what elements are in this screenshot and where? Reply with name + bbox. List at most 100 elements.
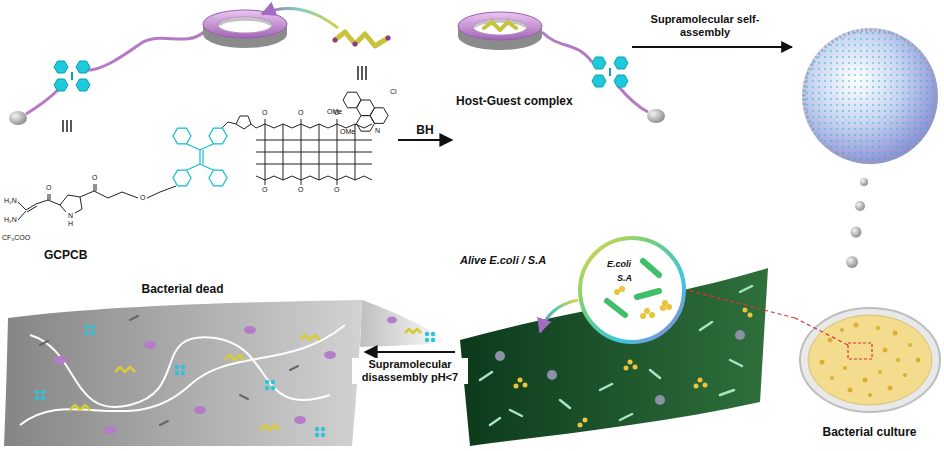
complex-cartoon <box>647 109 665 123</box>
petri-dish <box>908 343 912 347</box>
alive-surface <box>620 414 632 420</box>
stage-title: Bacterial culture <box>822 425 916 439</box>
complex-panel: Host-Guest complex <box>452 92 590 148</box>
assembly-arrow <box>632 46 792 48</box>
alive-surface <box>583 418 588 423</box>
guest-cartoon <box>353 42 358 47</box>
particle-chain <box>851 227 862 238</box>
staph-coccus <box>619 286 625 292</box>
species-name: E.coli <box>607 259 631 270</box>
atom-label: O <box>262 186 267 193</box>
alive-surface <box>694 384 699 389</box>
dead-surface <box>225 355 245 360</box>
chemical-structure <box>80 184 176 198</box>
alive-surface <box>495 351 505 361</box>
binding-arrow <box>262 8 338 28</box>
petri-dish <box>878 370 882 374</box>
atom-label: O <box>334 109 339 116</box>
alive-surface <box>490 418 500 425</box>
dead-surface <box>20 325 345 425</box>
petri-dish <box>903 373 907 377</box>
equivalence-symbol <box>70 120 72 132</box>
alive-surface <box>720 390 734 395</box>
dead-surface <box>387 317 397 324</box>
atom-label: O <box>298 109 303 116</box>
guest-cartoon <box>333 38 338 43</box>
dead-surface <box>240 395 248 399</box>
alive-surface <box>514 384 519 389</box>
petri-dish <box>843 366 847 370</box>
alive-surface <box>735 330 745 340</box>
equivalence-symbol <box>357 66 359 80</box>
dead-surface <box>324 351 336 359</box>
alive-surface <box>628 360 633 365</box>
gcpcb-cartoon <box>84 32 204 70</box>
alive-panel: Alive E.coli / S.AE.coliS.A <box>455 248 770 445</box>
dead-surface <box>40 341 48 345</box>
dead-surface <box>144 341 156 349</box>
petri-dish <box>800 308 940 412</box>
alive-surface <box>480 372 492 380</box>
tpe-structure <box>209 128 227 144</box>
gcpcb-cartoon <box>26 88 60 114</box>
gcpcb-cartoon <box>9 111 27 125</box>
dead-surface <box>315 427 325 437</box>
atom-label: Cl <box>390 88 397 95</box>
arrow-label: Supramolecular self-assembly <box>640 13 770 39</box>
alive-surface <box>578 423 583 428</box>
chemical-structure <box>18 92 388 220</box>
petri-dish <box>888 386 893 391</box>
guest-cartoon <box>386 36 391 41</box>
alive-surface <box>703 383 708 388</box>
alive-surface <box>743 308 748 313</box>
petri-dish <box>820 323 921 398</box>
alive-surface <box>510 410 522 416</box>
dead-surface <box>360 300 450 347</box>
dead-surface <box>175 365 185 375</box>
ecoli-rod <box>607 301 625 315</box>
petri-dish <box>820 360 825 365</box>
staph-coccus <box>649 312 655 318</box>
particle-chain <box>855 201 865 211</box>
alive-surface <box>560 400 570 408</box>
alive-surface <box>523 383 528 388</box>
atom-label: N <box>375 127 380 134</box>
dead-surface <box>40 316 298 425</box>
atom-label: N <box>68 212 73 219</box>
alive-surface <box>624 366 629 371</box>
dead-surface <box>54 356 66 364</box>
alive-surface <box>698 378 703 383</box>
particle-chain <box>846 178 868 268</box>
stage-title: GCPCB <box>44 248 87 262</box>
dead-surface <box>244 326 256 334</box>
equivalence-symbol <box>63 66 366 132</box>
alive-surface <box>700 322 712 330</box>
petri-dish <box>916 358 921 363</box>
guest-cartoon <box>333 32 391 47</box>
petri-dish <box>840 328 844 332</box>
dead-surface <box>194 406 206 414</box>
zoom-circle-ring <box>580 238 684 342</box>
tpe-structure <box>173 170 191 186</box>
atom-label: O <box>140 194 145 201</box>
edge-label: BH <box>414 123 435 137</box>
stage-title: Bacterial dead <box>141 282 223 296</box>
petri-dish <box>893 331 898 336</box>
dead-surface <box>405 329 421 333</box>
chemical-structure <box>265 119 337 185</box>
zoom-leader <box>795 318 848 345</box>
alive-surface <box>748 313 753 318</box>
complex-cartoon <box>542 32 592 62</box>
petri-dish <box>848 343 872 359</box>
complex-cartoon <box>458 12 542 50</box>
particle-chain <box>860 178 868 186</box>
alive-surface <box>730 360 742 366</box>
tpe-structure <box>209 170 227 186</box>
guest-cartoon <box>335 32 388 46</box>
gcpcb-cartoon <box>54 61 90 91</box>
zoom-leader <box>687 290 795 318</box>
petri-dish <box>854 323 859 328</box>
dead-surface <box>30 335 330 407</box>
